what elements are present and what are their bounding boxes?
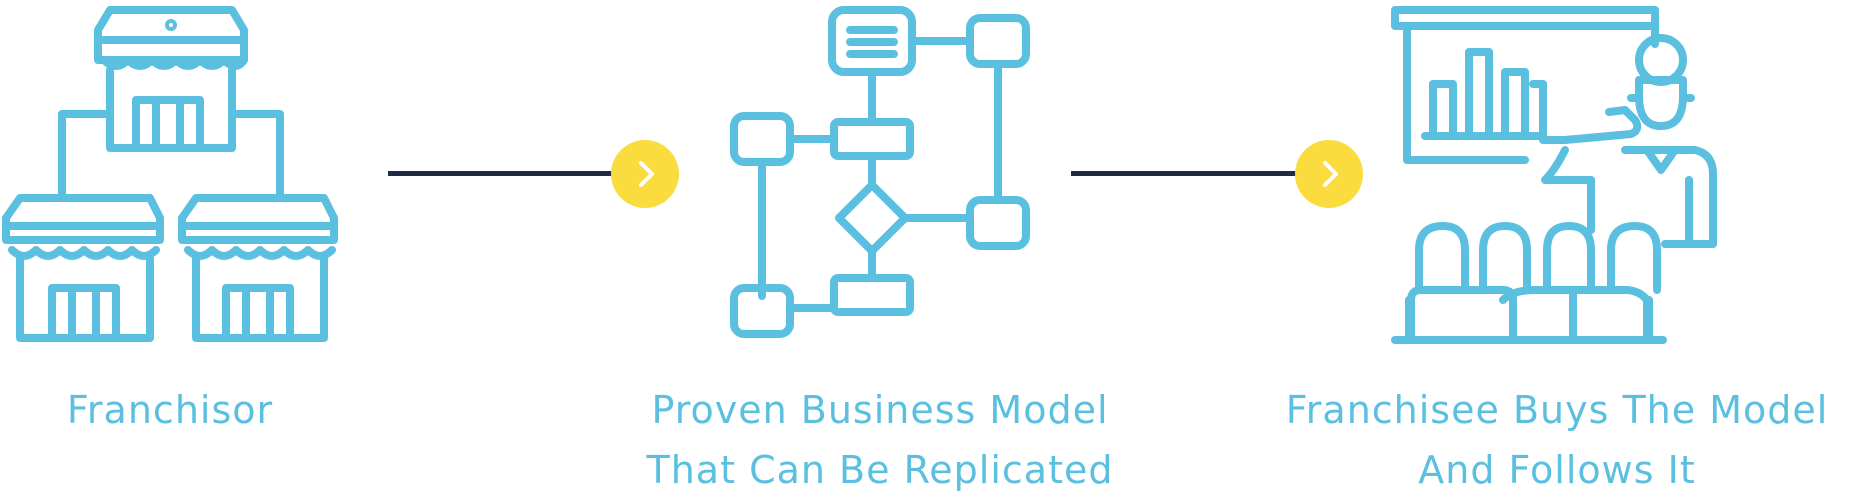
flowchart-icon bbox=[720, 0, 1040, 345]
caption-line: That Can Be Replicated bbox=[646, 448, 1114, 492]
storefronts-icon bbox=[0, 0, 345, 345]
presenter-audience-icon bbox=[1391, 0, 1740, 345]
chevron-right-icon bbox=[1295, 140, 1363, 208]
caption-line: Franchisor bbox=[66, 388, 274, 432]
step-caption-business-model: Proven Business Model That Can Be Replic… bbox=[620, 380, 1140, 500]
chevron-right-icon bbox=[611, 140, 679, 208]
caption-line: Proven Business Model bbox=[651, 388, 1109, 432]
step-caption-franchisor: Franchisor bbox=[20, 380, 320, 440]
caption-line: Franchisee Buys The Model bbox=[1285, 388, 1829, 432]
connector-line bbox=[388, 171, 614, 176]
caption-line: And Follows It bbox=[1418, 448, 1696, 492]
connector-line bbox=[1071, 171, 1299, 176]
step-caption-franchisee: Franchisee Buys The Model And Follows It bbox=[1262, 380, 1852, 500]
